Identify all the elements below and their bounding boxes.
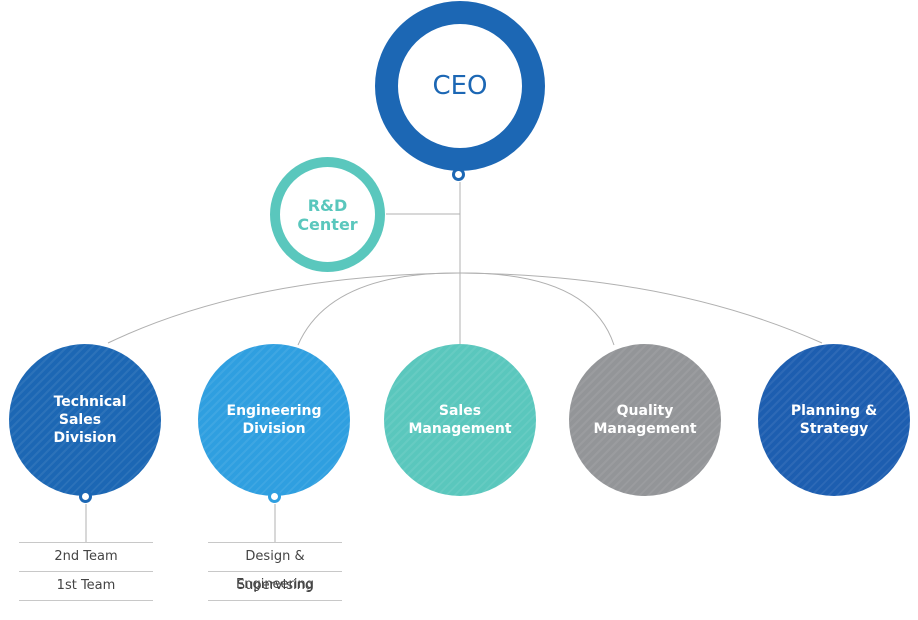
technical-sales-connector-dot	[79, 490, 92, 503]
technical-sales-division-node: Technical Sales Division	[9, 344, 161, 496]
ceo-label: CEO	[432, 71, 488, 101]
technical-sales-label-line2: Division	[53, 430, 117, 446]
arc-planning	[459, 272, 823, 344]
sales-management-label-line2: Management	[408, 421, 512, 437]
technical-sales-label-line1: Technical Sales	[53, 394, 127, 428]
engineering-label-line1: Engineering	[226, 403, 322, 419]
quality-management-node: Quality Management	[569, 344, 721, 496]
sales-management-label-line1: Sales	[438, 403, 482, 419]
ceo-connector-dot	[452, 168, 465, 181]
engineering-division-node: Engineering Division	[198, 344, 350, 496]
arc-technical-sales	[107, 272, 461, 344]
rnd-center-node: R&D Center	[270, 157, 385, 272]
quality-management-label-line2: Management	[593, 421, 697, 437]
engineering-connector-dot	[268, 490, 281, 503]
planning-strategy-label-line1: Planning &	[790, 403, 878, 419]
team-list-item: Design & Engineering	[208, 542, 342, 592]
rnd-label-line1: R&D	[307, 195, 348, 215]
planning-strategy-node: Planning & Strategy	[758, 344, 910, 496]
engineering-team-list: Design & Engineering Supervising	[208, 542, 342, 601]
sales-management-node: Sales Management	[384, 344, 536, 496]
quality-management-label-line1: Quality	[616, 403, 674, 419]
team-list-item: 1st Team	[19, 571, 153, 601]
team-list-item: 2nd Team	[19, 542, 153, 571]
engineering-label-line2: Division	[242, 421, 306, 437]
ceo-node: CEO	[375, 1, 545, 171]
rnd-label-line2: Center	[297, 214, 358, 234]
planning-strategy-label-line2: Strategy	[799, 421, 869, 437]
technical-sales-team-list: 2nd Team 1st Team	[19, 542, 153, 601]
arc-quality	[459, 272, 615, 346]
arc-engineering	[297, 272, 461, 346]
team-list-item: Supervising	[208, 571, 342, 601]
